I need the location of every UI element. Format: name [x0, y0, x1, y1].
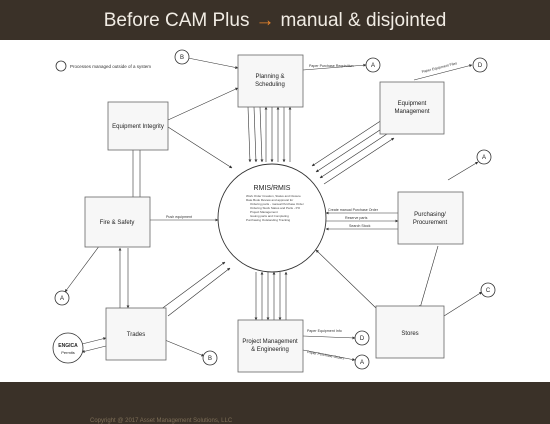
central-system: RMIS/RMIS Work Order Creation, Status an…: [217, 163, 327, 273]
engica-circle: [52, 332, 84, 364]
node-equipment-management-label: Equipment: [398, 101, 427, 107]
flow-label-search-stock: Search Stock: [349, 224, 371, 228]
process-diagram: Processes managed outside of a system: [52, 49, 496, 373]
connector-d-top: [472, 57, 488, 73]
node-trades-box: [105, 307, 167, 361]
connector-label: A: [482, 155, 486, 161]
node-equipment-management-label: Management: [394, 109, 429, 115]
connector-label: A: [60, 296, 64, 302]
central-title: RMIS/RMIS: [254, 185, 291, 192]
central-note: Ordering Stock Status and Parts - PO: [250, 206, 301, 210]
central-circle: [217, 163, 327, 273]
connector-a-bottom: [354, 354, 370, 370]
connector-label: A: [360, 360, 364, 366]
connector-label: D: [360, 336, 365, 342]
connector-b-top: [174, 49, 190, 65]
node-planning-label: Scheduling: [255, 82, 285, 88]
legend-label: Processes managed outside of a system: [70, 64, 151, 69]
arrow-icon: →: [255, 10, 275, 31]
node-planning-box: [237, 54, 304, 108]
connector-label: B: [180, 55, 184, 61]
node-pm-engineering-label: & Engineering: [251, 347, 289, 353]
node-fire-safety-label: Fire & Safety: [100, 220, 135, 226]
node-purchasing-label: Purchasing/: [414, 212, 446, 218]
flow-label-paper-purchase-orders: Paper Purchase Orders: [307, 350, 345, 361]
connector-label: B: [208, 356, 212, 362]
legend: Processes managed outside of a system: [55, 60, 151, 72]
flow-label-manual-po: Create manual Purchase Order: [328, 208, 379, 212]
central-note: Project Management: [250, 210, 278, 214]
connector-label: C: [486, 288, 491, 294]
central-note: Issuing parts and Completing: [250, 214, 289, 218]
central-note: Ordering parts - manual Purchase Order: [250, 202, 304, 206]
node-equipment-management-box: [379, 81, 445, 135]
node-trades-label: Trades: [127, 332, 145, 338]
engica-sublabel: Permits: [61, 350, 75, 355]
flow-label-paper-requisition: Paper Purchase Requisition: [309, 64, 354, 68]
node-planning-label: Planning &: [255, 74, 284, 80]
node-pm-engineering-box: [237, 319, 304, 373]
legend-circle-icon: [55, 60, 67, 72]
connection-lines: [64, 57, 483, 361]
node-equipment-integrity-box: [107, 101, 169, 151]
central-note: Work Order Creation, Status and Closure: [246, 194, 301, 198]
engica-permits: ENGICA Permits: [52, 332, 84, 364]
node-pm-engineering-label: Project Management: [242, 339, 298, 345]
node-stores-box: [375, 305, 445, 359]
node-fire-safety-box: [84, 196, 151, 248]
connector-a-top: [365, 57, 381, 73]
copyright-text: Copyright @ 2017 Asset Management Soluti…: [90, 418, 233, 424]
central-note: Rate Book Review and approval for: [246, 198, 293, 202]
flow-label-paper-equipment-info: Paper Equipment Info: [307, 329, 342, 333]
flow-label-push-equipment: Push equipment: [166, 215, 192, 219]
slide-header: Before CAM Plus→manual & disjointed: [0, 0, 550, 40]
engica-label: ENGICA: [58, 343, 78, 349]
connector-b-bottom: [202, 350, 218, 366]
central-note: Purchasing Outstanding Tracking: [246, 218, 291, 222]
connector-d-bottom: [354, 330, 370, 346]
slide-title: Before CAM Plus→manual & disjointed: [0, 0, 550, 40]
connector-label: A: [371, 63, 375, 69]
slide-footer: Copyright @ 2017 Asset Management Soluti…: [0, 382, 550, 424]
diagram-canvas: Processes managed outside of a system: [0, 40, 550, 382]
connector-c-right: [480, 282, 496, 298]
connector-label: D: [478, 63, 483, 69]
node-purchasing-box: [397, 191, 464, 245]
title-prefix: Before CAM Plus: [103, 10, 250, 31]
flow-label-reserve-parts: Reserve parts: [345, 216, 368, 220]
node-purchasing-label: Procurement: [413, 220, 448, 226]
flow-label-paper-equipment-files: Paper Equipment Files: [421, 61, 457, 74]
connector-a-right: [476, 149, 492, 165]
connector-a-left: [54, 290, 70, 306]
node-equipment-integrity-label: Equipment Integrity: [112, 124, 164, 130]
title-suffix: manual & disjointed: [280, 10, 447, 31]
node-stores-label: Stores: [401, 331, 418, 337]
